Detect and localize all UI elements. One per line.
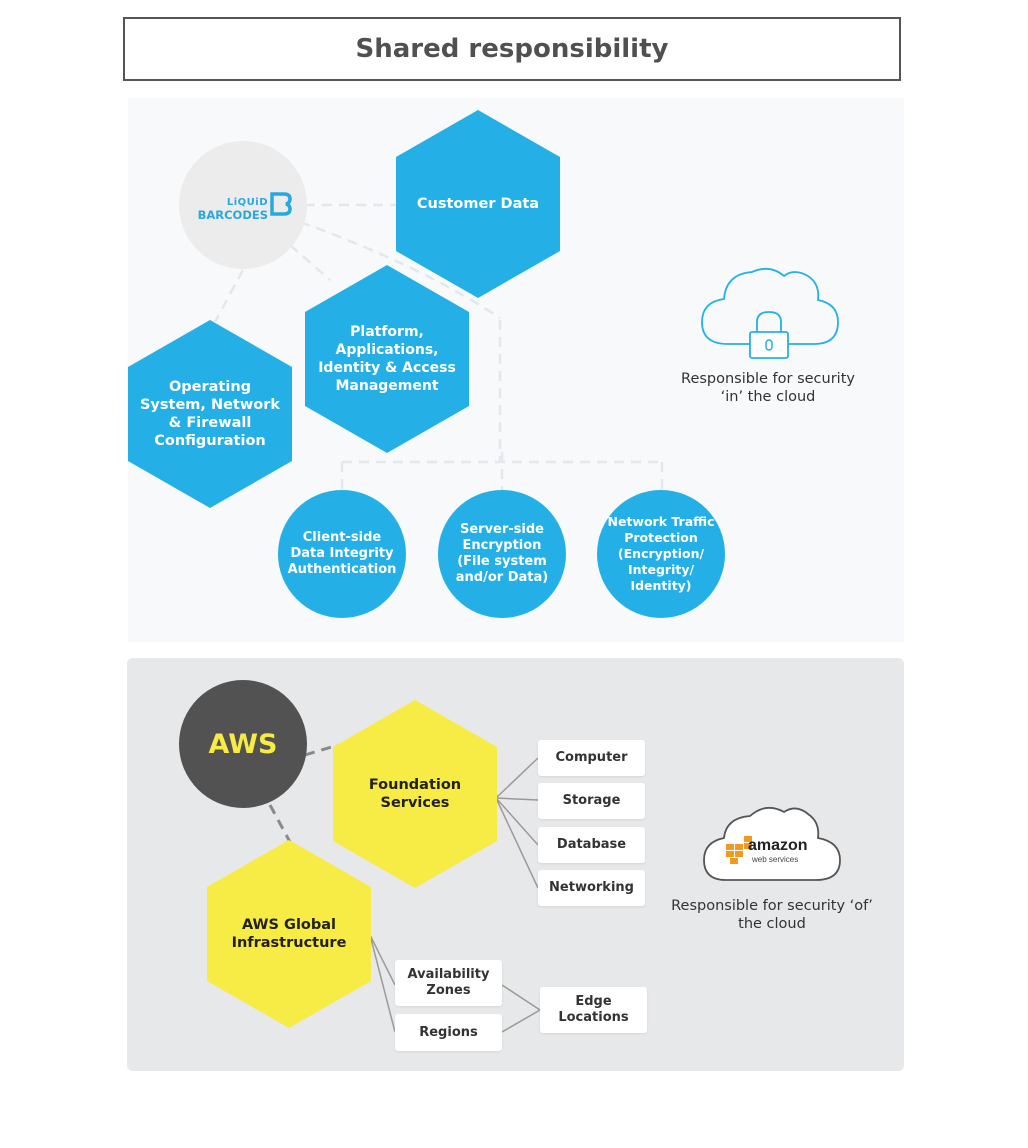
circle-client-side: Client-side Data Integrity Authenticatio… (278, 490, 406, 618)
amazon-wordmark: amazon (748, 837, 808, 854)
amazon-subtext: web services (752, 855, 799, 864)
circle-server-side: Server-side Encryption (File system and/… (438, 490, 566, 618)
hex-os-network-firewall: Operating System, Network & Firewall Con… (128, 320, 292, 508)
box-networking: Networking (538, 870, 645, 906)
caption-of-cloud: Responsible for security ‘of’ the cloud (671, 898, 873, 932)
box-database: Database (538, 827, 645, 863)
hex-platform-identity: Platform, Applications, Identity & Acces… (305, 265, 469, 453)
circle-network-traffic: Network Traffic Protection (Encryption/ … (597, 490, 725, 618)
page-title: Shared responsibility (123, 17, 901, 81)
caption-in-cloud: Responsible for security ‘in’ the cloud (681, 371, 855, 405)
aws-circle: AWS (179, 680, 307, 808)
box-edge-locations: Edge Locations (540, 987, 647, 1033)
logo-wordmark: LiQUiD BARCODES (197, 197, 268, 222)
amazon-cloud-icon (703, 806, 841, 881)
cloud-lock-icon (701, 267, 839, 359)
box-computer: Computer (538, 740, 645, 776)
box-storage: Storage (538, 783, 645, 819)
box-availability-zones: Availability Zones (395, 960, 502, 1006)
logo-b-mark-icon (270, 192, 292, 216)
box-regions: Regions (395, 1014, 502, 1051)
